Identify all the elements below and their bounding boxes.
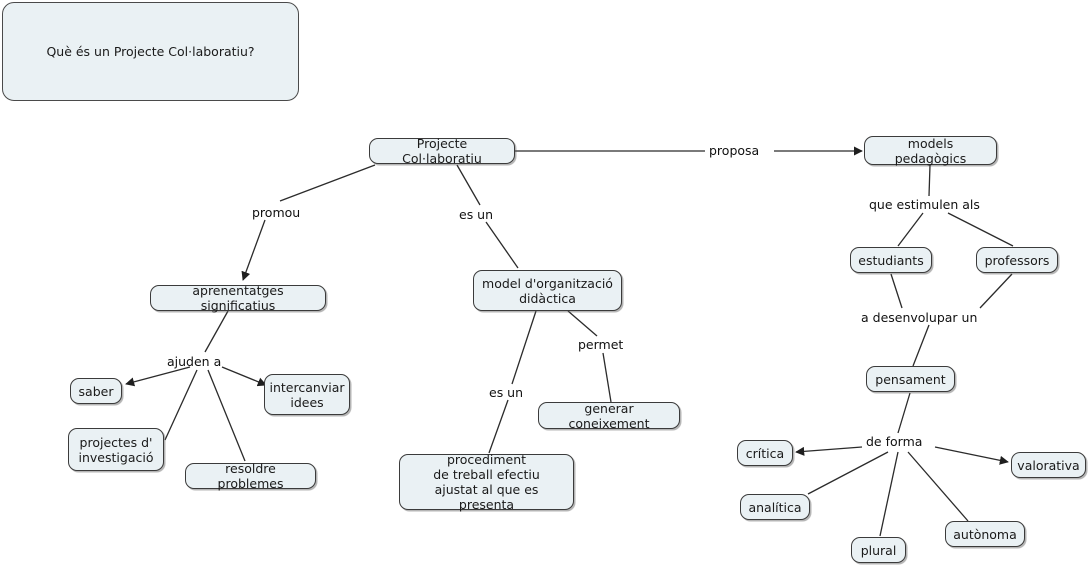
edge-esun-modelorg xyxy=(485,221,519,269)
node-generar-coneixement[interactable]: generar coneixement xyxy=(538,400,680,431)
edge-deforma-analitica xyxy=(807,451,889,495)
link-text: a desenvolupar un xyxy=(861,310,978,325)
edge-projecte-promou xyxy=(279,164,376,202)
node-label: autònoma xyxy=(953,526,1017,542)
node-label: model d'organització didàctica xyxy=(482,275,613,306)
question-box: Què és un Projecte Col·laboratiu? xyxy=(2,2,299,101)
link-text: de forma xyxy=(866,434,923,449)
node-label: professors xyxy=(984,252,1050,268)
node-label: saber xyxy=(78,383,114,399)
node-label: projectes d' investigació xyxy=(78,434,154,465)
node-plural[interactable]: plural xyxy=(851,537,906,563)
link-text: permet xyxy=(578,337,624,352)
link-text: promou xyxy=(252,205,301,220)
edge-ajudena-resoldre xyxy=(207,369,246,462)
link-label-que-estimulen-als: que estimulen als xyxy=(869,197,980,212)
node-label: pensament xyxy=(875,371,946,387)
link-text: es un xyxy=(489,385,524,400)
node-resoldre-problemes[interactable]: resoldre problemes xyxy=(185,461,316,491)
link-text: proposa xyxy=(709,143,760,158)
node-label: valorativa xyxy=(1017,457,1080,473)
node-label: procediment de treball efectiu ajustat a… xyxy=(433,452,540,512)
edge-modelorg-esun2 xyxy=(511,310,537,385)
link-label-de-forma: de forma xyxy=(866,434,922,449)
edge-deforma-critica xyxy=(795,446,863,456)
node-analitica[interactable]: analítica xyxy=(740,494,810,520)
edge-deforma-autonoma xyxy=(907,451,969,522)
edge-queestimulen-professors xyxy=(947,212,1014,247)
node-label: estudiants xyxy=(858,252,924,268)
node-label: generar coneixement xyxy=(568,400,650,431)
node-label: resoldre problemes xyxy=(217,461,284,491)
edge-adesenvolupar-pensament xyxy=(912,324,930,367)
node-label: models pedagògics xyxy=(894,135,967,166)
node-intercanviar-idees[interactable]: intercanviar idees xyxy=(264,374,350,415)
edge-modelorg-permet xyxy=(567,310,598,337)
edge-deforma-valorativa xyxy=(934,446,1009,465)
node-label: Projecte Col·laboratiu xyxy=(402,136,482,166)
link-label-es-un-1: es un xyxy=(459,207,493,222)
edge-deforma-plural xyxy=(879,451,899,537)
link-label-proposa: proposa xyxy=(709,143,759,158)
edge-ajudena-saber xyxy=(125,366,191,387)
node-estudiants[interactable]: estudiants xyxy=(850,247,932,273)
node-autonoma[interactable]: autònoma xyxy=(945,521,1025,547)
edge-ajudena-projectes xyxy=(164,369,198,441)
node-label: crítica xyxy=(745,445,785,461)
question-text: Què és un Projecte Col·laboratiu? xyxy=(46,44,255,59)
node-pensament[interactable]: pensament xyxy=(866,366,955,392)
node-label: aprenentatges significatius xyxy=(192,283,284,313)
link-text: es un xyxy=(459,207,494,222)
node-procediment[interactable]: procediment de treball efectiu ajustat a… xyxy=(399,452,574,512)
node-critica[interactable]: crítica xyxy=(737,440,793,466)
edge-esun2-procediment xyxy=(488,399,509,454)
link-label-ajuden-a: ajuden a xyxy=(167,354,221,369)
link-label-promou: promou xyxy=(252,205,300,220)
node-saber[interactable]: saber xyxy=(70,378,122,404)
node-model-organitzacio-didactica[interactable]: model d'organització didàctica xyxy=(473,270,622,311)
node-label: plural xyxy=(860,542,897,558)
link-text: que estimulen als xyxy=(869,197,980,212)
node-label: intercanviar idees xyxy=(269,379,345,410)
node-projectes-investigacio[interactable]: projectes d' investigació xyxy=(68,428,164,471)
edge-professors-adesenvolupar xyxy=(979,273,1013,309)
node-projecte-collaboratiu[interactable]: Projecte Col·laboratiu xyxy=(369,136,515,166)
link-label-a-desenvolupar-un: a desenvolupar un xyxy=(861,310,977,325)
link-label-es-un-2: es un xyxy=(489,385,523,400)
edge-promou-aprenentatges xyxy=(241,219,266,281)
node-models-pedagogics[interactable]: models pedagògics xyxy=(864,135,997,166)
edge-models-queestimulen xyxy=(928,164,931,197)
edge-projecte-esun xyxy=(456,164,481,206)
link-text: ajuden a xyxy=(167,354,222,369)
node-label: analítica xyxy=(748,499,802,515)
node-aprenentatges-significatius[interactable]: aprenentatges significatius xyxy=(150,283,326,313)
node-professors[interactable]: professors xyxy=(976,247,1058,273)
edge-estudiants-adesenvolupar xyxy=(890,273,903,309)
edge-aprenentatges-ajudena xyxy=(204,310,229,353)
edge-queestimulen-estudiants xyxy=(897,212,924,247)
edge-permet-generar xyxy=(602,352,612,403)
link-label-permet: permet xyxy=(578,337,623,352)
edge-pensament-deforma xyxy=(897,392,911,434)
edge-ajudena-intercanviar xyxy=(221,366,267,387)
node-valorativa[interactable]: valorativa xyxy=(1011,452,1086,478)
